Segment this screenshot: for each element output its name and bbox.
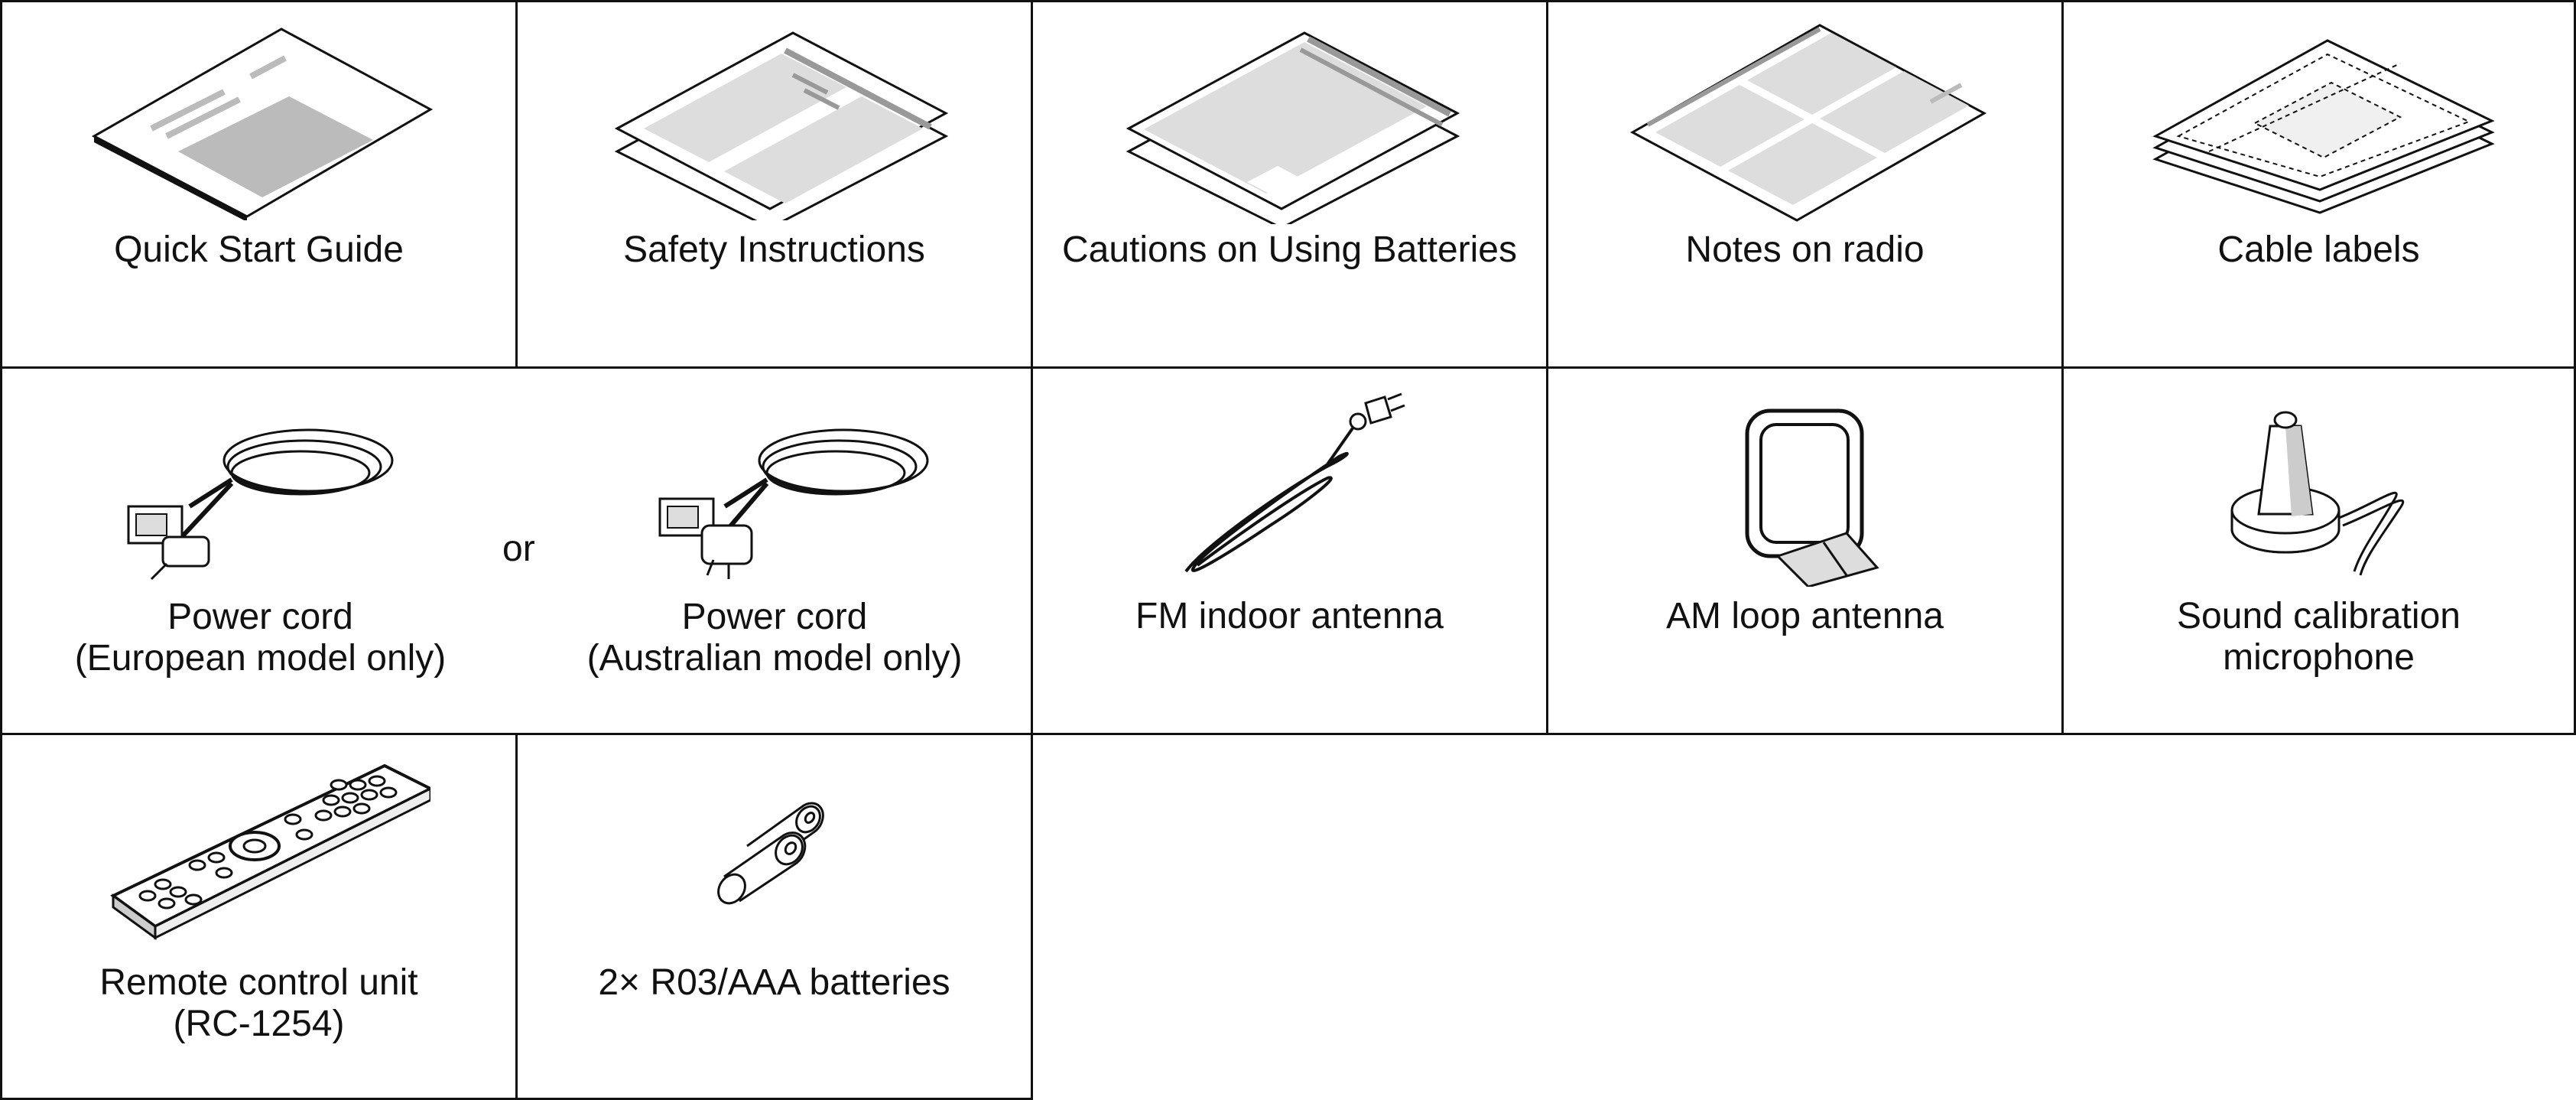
label-cable-labels: Cable labels — [2217, 229, 2420, 270]
cell-quick-start-guide: Quick Start Guide — [0, 0, 518, 369]
cell-fm-antenna: FM indoor antenna — [1031, 366, 1548, 735]
batteries-icon — [717, 802, 824, 905]
microphone-icon — [2230, 411, 2405, 576]
cell-am-antenna: AM loop antenna — [1546, 366, 2064, 735]
remote-control-icon — [110, 763, 430, 940]
sheet-icon — [1629, 24, 1987, 222]
cable-labels-icon — [2152, 39, 2495, 214]
label-batteries: 2× R03/AAA batteries — [598, 962, 950, 1003]
cell-cautions-batteries: Cautions on Using Batteries — [1031, 0, 1548, 369]
cell-remote-control: Remote control unit (RC-1254) — [0, 733, 518, 1100]
label-microphone-line1: Sound calibration — [2177, 596, 2461, 636]
separator-or: or — [502, 529, 535, 569]
label-notes-on-radio: Notes on radio — [1685, 229, 1925, 270]
label-remote-control-line2: (RC-1254) — [173, 1004, 345, 1044]
label-power-cord-eu-line2: (European model only) — [74, 638, 447, 679]
leaflet-icon — [1126, 31, 1460, 224]
label-fm-antenna: FM indoor antenna — [1135, 596, 1444, 636]
cell-notes-on-radio: Notes on radio — [1546, 0, 2064, 369]
cell-microphone: Sound calibration microphone — [2061, 366, 2576, 735]
fm-antenna-icon — [1184, 392, 1405, 573]
leaflet-icon — [614, 31, 949, 220]
label-quick-start-guide: Quick Start Guide — [114, 229, 404, 270]
label-microphone-line2: microphone — [2223, 637, 2415, 678]
cell-safety-instructions: Safety Instructions — [515, 0, 1033, 369]
label-power-cord-eu-line1: Power cord — [167, 597, 353, 637]
label-cautions-batteries: Cautions on Using Batteries — [1062, 229, 1517, 270]
label-power-cord-au-line1: Power cord — [681, 597, 868, 637]
power-cord-eu-icon — [127, 428, 394, 581]
label-am-antenna: AM loop antenna — [1666, 596, 1944, 636]
cell-cable-labels: Cable labels — [2061, 0, 2576, 369]
power-cord-au-icon — [658, 428, 929, 579]
label-safety-instructions: Safety Instructions — [623, 229, 925, 270]
booklet-icon — [91, 28, 434, 220]
label-remote-control-line1: Remote control unit — [99, 962, 418, 1003]
label-power-cord-au-line2: (Australian model only) — [586, 638, 963, 679]
cell-batteries: 2× R03/AAA batteries — [515, 733, 1033, 1100]
cell-power-cords: Power cord (European model only) or Powe… — [0, 366, 1033, 735]
am-antenna-icon — [1745, 408, 1879, 587]
